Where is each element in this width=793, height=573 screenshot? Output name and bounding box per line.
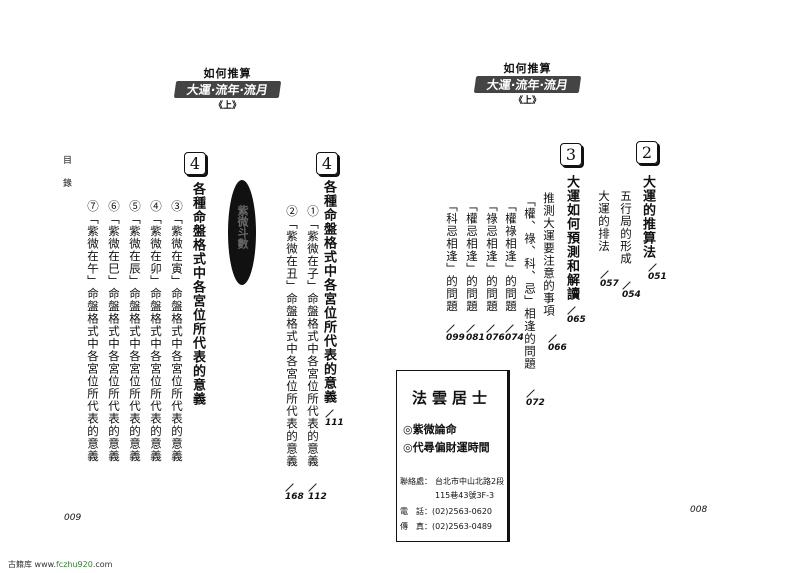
ad-fax: 傳 真：(02)2563-0489 xyxy=(400,522,493,531)
toc-item: 「權祿相逢」的問題 xyxy=(504,200,518,313)
page-ref: 072 xyxy=(526,398,545,408)
section-title: 各種命盤格式中各宮位所代表的意義 xyxy=(190,182,205,406)
page-ref: 112 xyxy=(308,492,327,502)
toc-item: ②「紫微在丑」命盤格式中各宮位所代表的意義 xyxy=(285,205,299,468)
toc-item: 「權、祿、科、忌」相逢的問題 xyxy=(523,195,537,370)
toc-item: 「祿忌相逢」的問題 xyxy=(485,200,499,313)
ad-service: ◎代尋偏財運時間 xyxy=(403,441,490,454)
section-number-box: 4 xyxy=(184,152,206,175)
toc-item: ⑥「紫微在巳」命盤格式中各宮位所代表的意義 xyxy=(107,200,121,463)
section-number-box: 4 xyxy=(316,152,338,175)
advertisement-box: 法雲居士 ◎紫微論命 ◎代尋偏財運時間 聯絡處： 台北市中山北路2段 115巷4… xyxy=(396,370,510,542)
section-number-box: 3 xyxy=(560,143,582,166)
page-ref: 168 xyxy=(285,492,304,502)
toc-item: 五行局的形成 xyxy=(619,190,633,265)
ad-address: 115巷43號3F-3 xyxy=(435,491,495,500)
page-ref: 099 xyxy=(446,333,465,343)
section-title: 各種命盤格式中各宮位所代表的意義 xyxy=(321,180,336,404)
section-number-box: 2 xyxy=(636,141,658,164)
toc-item: 「權忌相逢」的問題 xyxy=(465,200,479,313)
page-ref: 074 xyxy=(505,333,524,343)
header-line2: 大運·流年·流月 xyxy=(473,76,582,93)
ad-service: ◎紫微論命 xyxy=(403,423,457,436)
book-header-right: 如何推算 大運·流年·流月 《上》 xyxy=(473,60,582,106)
page-ref: 054 xyxy=(622,290,641,300)
page-ref: 066 xyxy=(548,343,567,353)
page-ref: 081 xyxy=(466,333,485,343)
ad-address-label: 聯絡處： xyxy=(400,477,432,486)
page-number: 009 xyxy=(64,513,82,523)
toc-item: ⑤「紫微在辰」命盤格式中各宮位所代表的意義 xyxy=(128,200,142,463)
watermark-site: 古籍库 xyxy=(8,560,32,569)
header-line3: 《上》 xyxy=(213,101,241,111)
section-title: 大運的推算法 xyxy=(640,175,655,259)
header-line2: 大運·流年·流月 xyxy=(173,81,282,98)
toc-item: 大運的排法 xyxy=(597,190,611,253)
ad-address: 台北市中山北路2段 xyxy=(435,477,505,486)
page-ref: 076 xyxy=(486,333,505,343)
page-ref: 057 xyxy=(600,279,619,289)
watermark-domain: fczhu920 xyxy=(55,560,93,569)
toc-item: 「科忌相逢」的問題 xyxy=(445,200,459,313)
header-line1: 如何推算 xyxy=(203,67,252,80)
header-line1: 如何推算 xyxy=(503,62,552,75)
section-title: 大運如何預測和解讀 xyxy=(564,175,579,301)
toc-item: ④「紫微在卯」命盤格式中各宮位所代表的意義 xyxy=(149,200,163,463)
watermark-prefix: www. xyxy=(34,560,56,569)
header-line3: 《上》 xyxy=(513,96,541,106)
seal-text: 紫微斗數 xyxy=(236,205,249,249)
ad-name: 法雲居士 xyxy=(411,389,492,407)
toc-label: 目錄 xyxy=(61,155,71,201)
watermark-suffix: .com xyxy=(92,560,113,569)
page-ref: 051 xyxy=(648,272,667,282)
page-ref: 065 xyxy=(567,315,586,325)
toc-item: 推測大運要注意的事項 xyxy=(542,192,556,317)
page-ref: 111 xyxy=(325,418,344,428)
seal-emblem: 紫微斗數 xyxy=(228,180,256,285)
watermark: 古籍库 www.fczhu920.com xyxy=(8,559,112,570)
toc-item: ③「紫微在寅」命盤格式中各宮位所代表的意義 xyxy=(170,200,184,463)
toc-item: ①「紫微在子」命盤格式中各宮位所代表的意義 xyxy=(306,205,320,468)
page-number: 008 xyxy=(690,505,708,515)
toc-item: ⑦「紫微在午」命盤格式中各宮位所代表的意義 xyxy=(86,200,100,463)
book-header-left: 如何推算 大運·流年·流月 《上》 xyxy=(173,65,282,111)
ad-phone: 電 話：(02)2563-0620 xyxy=(400,507,493,516)
